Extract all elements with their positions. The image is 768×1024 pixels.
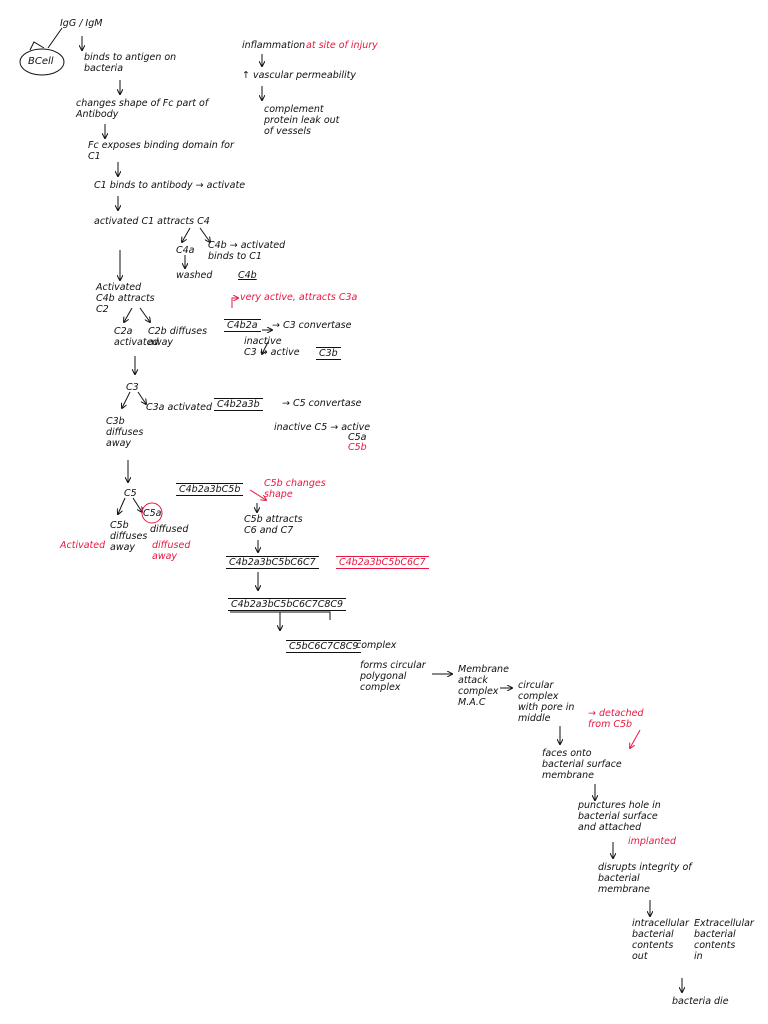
complex-label: complex (356, 640, 397, 651)
c5b-changes-shape-note: C5b changes shape (264, 478, 326, 500)
c4b2a3bc5-box: C4b2a3bC5b (176, 483, 244, 496)
diffused-away-red-label: diffused away (152, 540, 191, 562)
c4b2a-box: C4b2a (224, 319, 261, 332)
c5b-red-label: C5b (348, 442, 367, 453)
c5a-active-label: C5a (348, 432, 367, 443)
c4b-box-label: C4b (238, 270, 257, 281)
c4b2a3bc5c6c7c8c9-box: C4b2a3bC5bC6C7C8C9 (228, 598, 347, 611)
c5a-circled-label: C5a (143, 508, 162, 519)
b-cell-ellipse (19, 48, 65, 76)
intracellular-note: intracellular bacterial contents out (632, 918, 689, 962)
binds-antigen-note: binds to antigen on bacteria (84, 52, 177, 74)
c5c6c7c8c9-box: C5bC6C7C8C9 (286, 640, 362, 653)
fc-exposes-note: Fc exposes binding domain for C1 (88, 140, 234, 162)
c3-convertase-label: → C3 convertase (272, 320, 352, 331)
c2a-note: C2a activated (114, 326, 159, 348)
c5b-diffuses-note: C5b diffuses away (110, 520, 148, 553)
c2b-note: C2b diffuses away (148, 326, 208, 348)
b-cell-antibody-shape (29, 41, 45, 51)
activated-red-label: Activated (60, 540, 106, 551)
c4a-label: C4a (176, 245, 195, 256)
punctures-note: punctures hole in bacterial surface and … (578, 800, 661, 833)
b-cell-label: BCell (28, 56, 54, 67)
c4b2a3bc5c6c7-red-box: C4b2a3bC5bC6C7 (336, 556, 429, 569)
igg-igm-label: IgG / IgM (60, 18, 103, 29)
c4b2a3bc5c6c7-box: C4b2a3bC5bC6C7 (226, 556, 319, 569)
membrane-attack-complex-note: Membrane attack complex M.A.C (458, 664, 509, 708)
implanted-note: implanted (628, 836, 677, 847)
bacteria-die-note: bacteria die (672, 996, 729, 1007)
vascular-permeability-note: ↑ vascular permeability (242, 70, 356, 81)
forms-circular-note: forms circular polygonal complex (360, 660, 426, 693)
faces-onto-note: faces onto bacterial surface membrane (542, 748, 622, 781)
extracellular-note: Extracellular bacterial contents in (694, 918, 754, 962)
inflammation-label: inflammation (242, 40, 306, 51)
disrupts-note: disrupts integrity of bacterial membrane (598, 862, 692, 895)
c5b-attracts-note: C5b attracts C6 and C7 (244, 514, 303, 536)
c1-binds-note: C1 binds to antibody → activate (94, 180, 246, 191)
b-cell-stem-line (47, 27, 63, 49)
c4b-note: C4b → activated binds to C1 (208, 240, 286, 262)
very-active-note: very active, attracts C3a (240, 292, 358, 303)
c5-label: C5 (124, 488, 137, 499)
at-site-of-injury-label: at site of injury (306, 40, 378, 51)
circular-complex-note: circular complex with pore in middle (518, 680, 575, 724)
changes-shape-note: changes shape of Fc part of Antibody (76, 98, 209, 120)
complement-leak-note: complement protein leak out of vessels (264, 104, 340, 137)
c5-convertase-label: → C5 convertase (282, 398, 362, 409)
c4b2a3b-box: C4b2a3b (214, 398, 263, 411)
c3b-box-label: C3b (316, 347, 341, 360)
c4a-washed-note: washed (176, 270, 213, 281)
c5a-highlight-circle (141, 502, 163, 524)
inactive-c5-note: inactive C5 → active (274, 422, 371, 433)
activated-c1-note: activated C1 attracts C4 (94, 216, 210, 227)
detached-note: → detached from C5b (588, 708, 644, 730)
inactive-c3-note: inactive C3 → active (244, 336, 300, 358)
c3-label: C3 (126, 382, 139, 393)
c5a-diffused-label: diffused (150, 524, 189, 535)
c3b-diffuses-note: C3b diffuses away (106, 416, 144, 449)
activated-c4b-note: Activated C4b attracts C2 (96, 282, 155, 315)
c3a-activated-note: C3a activated (146, 402, 212, 413)
